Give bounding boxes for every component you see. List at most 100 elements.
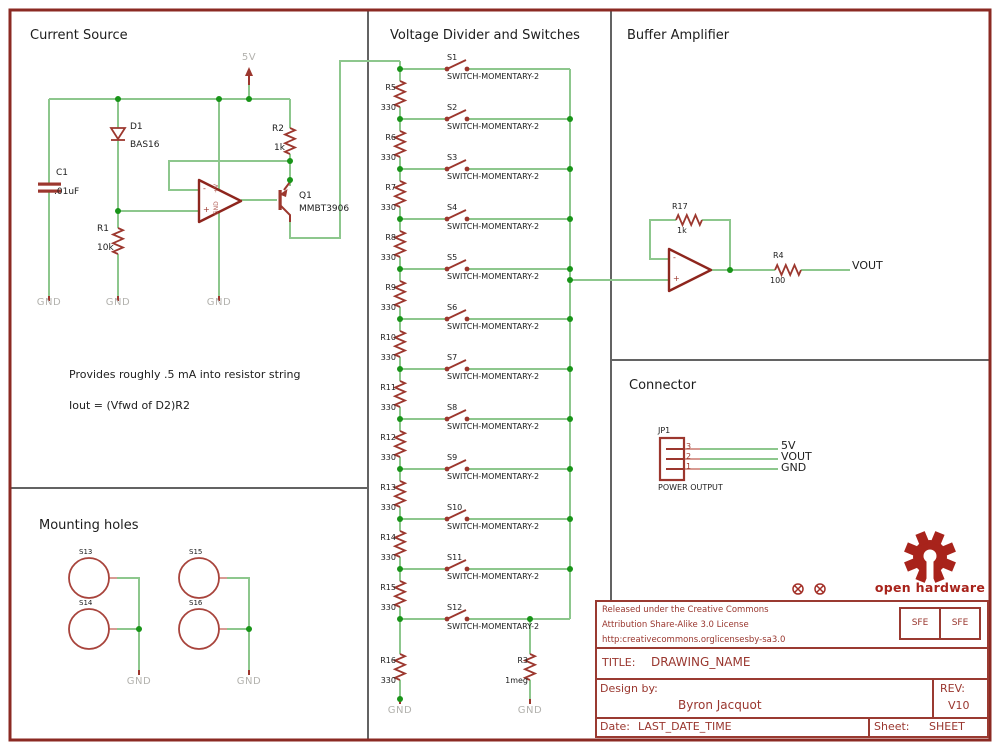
gnd-label: GND (517, 705, 543, 716)
design-by-label: Design by: (600, 682, 658, 695)
r15-name: R15 (380, 583, 396, 592)
s10-type: SWITCH-MOMENTARY-2 (447, 522, 540, 531)
titleblock-frame (595, 600, 989, 738)
r3-value: 1meg (505, 676, 528, 685)
license-line-2: Attribution Share-Alike 3.0 License (602, 620, 749, 630)
section-title-mounting: Mounting holes (39, 518, 139, 533)
gnd-label: GND (236, 676, 262, 687)
s2-type: SWITCH-MOMENTARY-2 (447, 122, 540, 131)
resistor-symbol-r17 (675, 214, 703, 226)
r14-name: R14 (380, 533, 396, 542)
s12-name: S12 (447, 603, 463, 612)
license-line-3: http:creativecommons.orglicensesby-sa3.0 (602, 635, 786, 645)
opamp2-minus: - (673, 253, 676, 262)
pin-3-number: 3 (686, 442, 692, 451)
open-hardware-logo-icon (904, 531, 956, 584)
resistor-symbol-r1 (112, 227, 124, 255)
gnd-label: GND (387, 705, 413, 716)
gnd-stubs (48, 296, 531, 704)
s4-type: SWITCH-MOMENTARY-2 (447, 222, 540, 231)
r9-name: R9 (385, 283, 396, 292)
s9-name: S9 (447, 453, 458, 462)
s10-name: S10 (447, 503, 463, 512)
s7-type: SWITCH-MOMENTARY-2 (447, 372, 540, 381)
r2-value: 1k (274, 143, 285, 153)
s9-type: SWITCH-MOMENTARY-2 (447, 472, 540, 481)
opamp1-minus: - (203, 184, 206, 193)
r12-value: 330 (380, 453, 396, 462)
s14-name: S14 (79, 599, 93, 607)
pin-stubs (109, 448, 700, 630)
capacitor-symbol (38, 182, 61, 186)
connector-caption: POWER OUTPUT (658, 483, 723, 492)
r4-name: R4 (773, 251, 784, 260)
pin-1-net: GND (781, 461, 807, 474)
rev-value: V10 (948, 699, 970, 712)
section-title-buffer: Buffer Amplifier (627, 28, 730, 43)
pin-2-net: VOUT (781, 450, 812, 463)
opamp-symbols (197, 178, 713, 293)
transistor-symbol (278, 181, 291, 222)
vout-net-label: VOUT (852, 259, 883, 272)
pin-1-number: 1 (686, 462, 692, 471)
s1-type: SWITCH-MOMENTARY-2 (447, 72, 540, 81)
opamp2-plus: + (673, 274, 680, 283)
gnd-label: GND (36, 297, 62, 308)
r1-value: 10k (97, 243, 114, 253)
diode-symbol (109, 127, 127, 141)
sfe-logo-right: SFE (951, 618, 969, 628)
pin-2-number: 2 (686, 452, 692, 461)
r17-name: R17 (672, 202, 688, 211)
r15-value: 330 (380, 603, 396, 612)
r12-name: R12 (380, 433, 396, 442)
opamp1-plus: + (203, 205, 210, 214)
r2-name: R2 (272, 124, 284, 134)
page-border (8, 8, 992, 742)
r8-value: 330 (380, 253, 396, 262)
s4-name: S4 (447, 203, 458, 212)
jp1-name: JP1 (658, 426, 671, 435)
r16-name: R16 (380, 656, 396, 665)
s16-name: S16 (189, 599, 203, 607)
s7-name: S7 (447, 353, 458, 362)
d1-name: D1 (130, 122, 143, 132)
r8-name: R8 (385, 233, 396, 242)
r5-name: R5 (385, 83, 396, 92)
date-label: Date: (600, 720, 630, 733)
connector-symbol (658, 436, 686, 482)
note-line-1: Provides roughly .5 mA into resistor str… (69, 368, 301, 381)
s3-type: SWITCH-MOMENTARY-2 (447, 172, 540, 181)
s11-type: SWITCH-MOMENTARY-2 (447, 572, 540, 581)
error-marker-icons (792, 583, 826, 595)
section-dividers (10, 10, 990, 740)
s11-name: S11 (447, 553, 463, 562)
r5-value: 330 (380, 103, 396, 112)
note-line-2: Iout = (Vfwd of D2)R2 (69, 399, 190, 412)
title-value: DRAWING_NAME (651, 655, 751, 669)
s5-type: SWITCH-MOMENTARY-2 (447, 272, 540, 281)
c1-name: C1 (56, 168, 69, 178)
q1-name: Q1 (299, 191, 312, 201)
r10-value: 330 (380, 353, 396, 362)
date-value: LAST_DATE_TIME (638, 720, 732, 733)
section-title-current-source: Current Source (30, 28, 128, 43)
sheet-label: Sheet: (874, 720, 910, 733)
r6-value: 330 (380, 153, 396, 162)
opamp1-gnd-pin: GND (213, 201, 220, 215)
pin-3-net: 5V (781, 439, 796, 452)
r11-value: 330 (380, 403, 396, 412)
resistor-symbol-r4 (774, 264, 802, 276)
r16-value: 330 (380, 676, 396, 685)
r4-value: 100 (770, 276, 786, 285)
r6-name: R6 (385, 133, 396, 142)
rev-label: REV: (940, 682, 965, 695)
resistor-symbol-r2 (284, 127, 296, 155)
r7-value: 330 (380, 203, 396, 212)
r7-name: R7 (385, 183, 396, 192)
gnd-label: GND (206, 297, 232, 308)
s13-name: S13 (79, 548, 93, 556)
r1-name: R1 (97, 224, 109, 234)
r13-name: R13 (380, 483, 396, 492)
r10-name: R10 (380, 333, 396, 342)
